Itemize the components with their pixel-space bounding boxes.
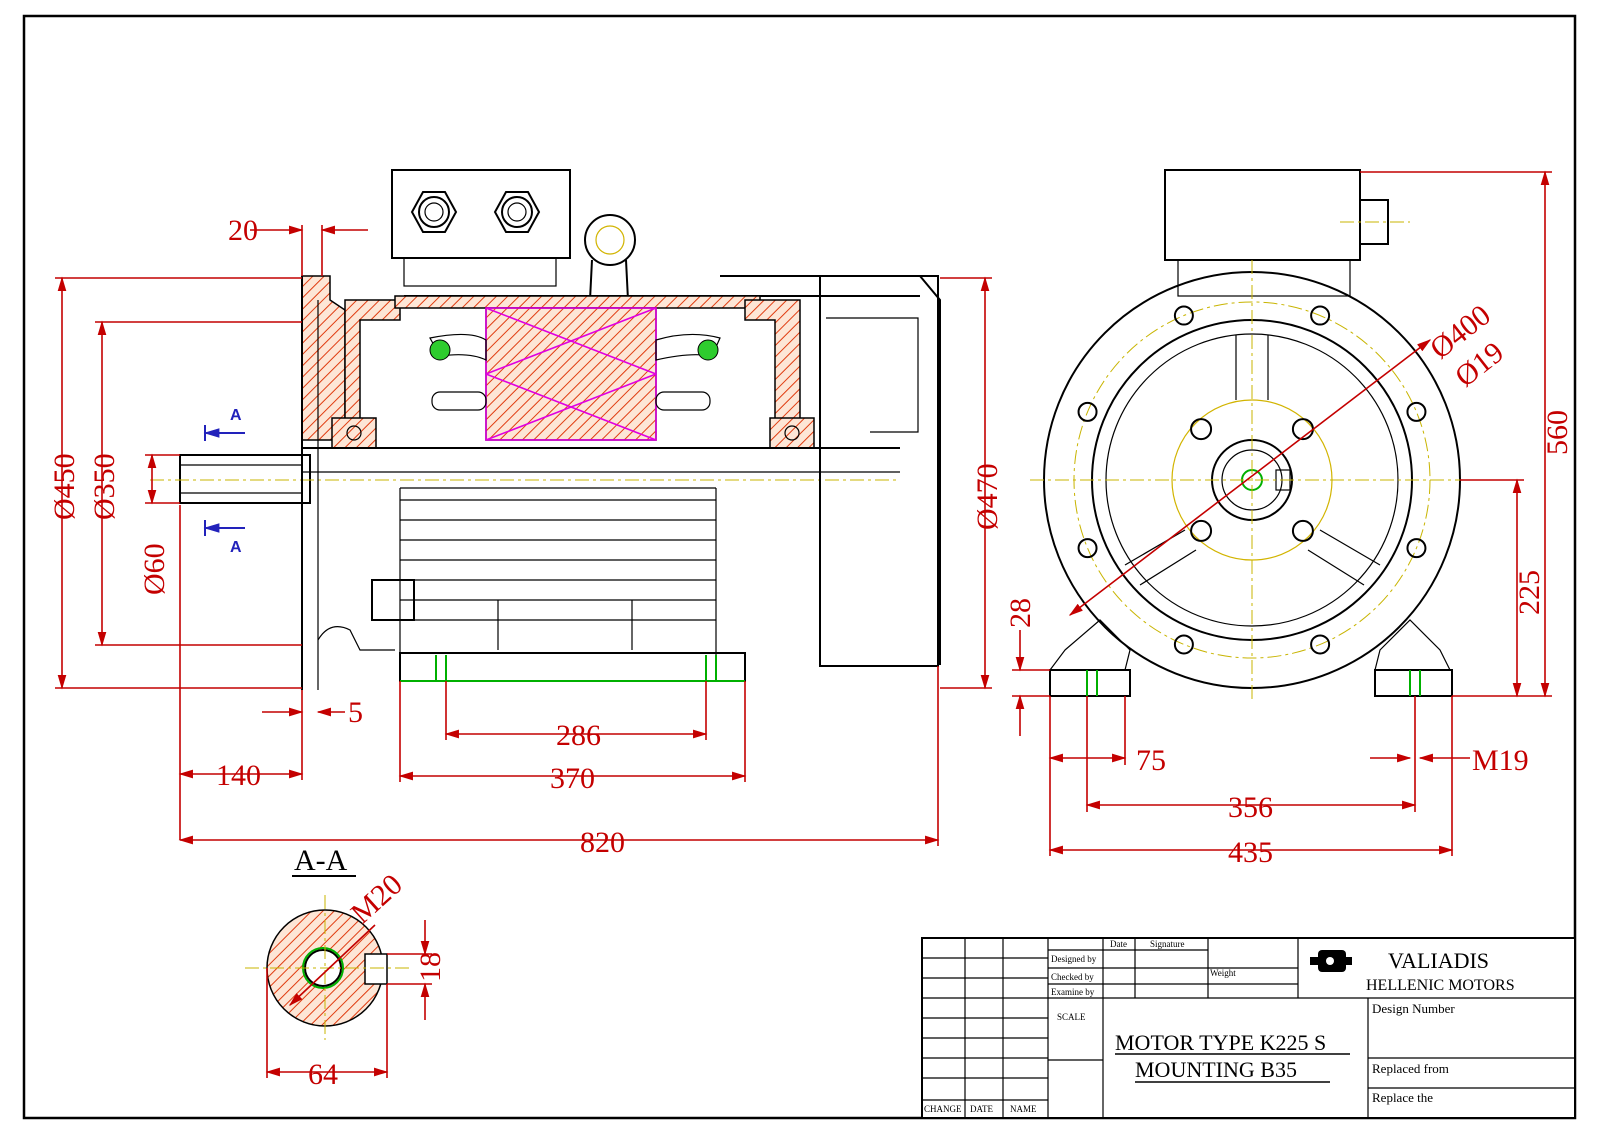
dim-225: 225 <box>1513 570 1546 615</box>
company-subtitle: HELLENIC MOTORS <box>1366 977 1515 994</box>
section-marker-top: A <box>203 407 245 441</box>
section-dimension-lines <box>265 920 432 1078</box>
flange-section <box>301 275 346 441</box>
company-name: VALIADIS <box>1388 948 1489 973</box>
dim-350: Ø350 <box>88 453 121 520</box>
dim-435: 435 <box>1228 836 1273 869</box>
mounting-type: MOUNTING B35 <box>1135 1057 1297 1082</box>
company-logo <box>1310 950 1352 972</box>
col-date: DATE <box>970 1104 993 1114</box>
dim-20: 20 <box>228 214 258 247</box>
title-block: CHANGE DATE NAME Date Signature Designed… <box>921 937 1576 1119</box>
winding-marker-right <box>697 339 719 361</box>
replaced-from-label: Replaced from <box>1372 1061 1449 1076</box>
mounting-foot-left <box>1048 619 1131 671</box>
bearing-rear <box>769 417 815 449</box>
hdr-date: Date <box>1110 939 1127 949</box>
motor-type: MOTOR TYPE K225 S <box>1115 1030 1326 1055</box>
inner-bolt-hole <box>1190 418 1213 441</box>
flange-bolt-hole <box>1406 401 1427 422</box>
scale-label: SCALE <box>1057 1012 1086 1022</box>
examine-by: Examine by <box>1051 987 1095 997</box>
fan-cover <box>819 275 939 667</box>
section-marker-label-top: A <box>230 407 242 424</box>
cooling-fins <box>399 487 717 665</box>
inner-bolt-hole <box>1190 519 1213 542</box>
dim-5: 5 <box>348 696 363 729</box>
section-marker-bottom: A <box>203 520 245 556</box>
front-view: Ø400 Ø19 560 225 28 75 M19 356 435 <box>1004 169 1574 869</box>
lifting-eye <box>584 214 636 301</box>
winding-marker-left <box>429 339 451 361</box>
col-change: CHANGE <box>924 1104 962 1114</box>
flange-bolt-hole <box>1310 305 1331 326</box>
dim-64: 64 <box>308 1058 338 1091</box>
dim-820: 820 <box>580 826 625 859</box>
dim-470: Ø470 <box>971 463 1004 530</box>
dim-28: 28 <box>1004 598 1037 628</box>
dim-370: 370 <box>550 762 595 795</box>
dim-75: 75 <box>1136 744 1166 777</box>
mounting-foot-side <box>399 652 746 682</box>
checked-by: Checked by <box>1051 972 1094 982</box>
flange-bolt-hole <box>1077 538 1098 559</box>
side-dimension-lines <box>55 225 992 846</box>
section-marker-label-bottom: A <box>230 539 242 556</box>
bearing-front <box>331 417 377 449</box>
stator-core <box>485 307 657 441</box>
cable-gland-1 <box>410 191 458 233</box>
dim-m19: M19 <box>1472 744 1529 777</box>
drawing-border <box>22 14 1577 1120</box>
keyway <box>364 953 388 985</box>
dim-450: Ø450 <box>48 453 81 520</box>
dim-356: 356 <box>1228 791 1273 824</box>
col-name: NAME <box>1010 1104 1037 1114</box>
dim-18: 18 <box>414 952 447 982</box>
dim-286: 286 <box>556 719 601 752</box>
cable-gland-2 <box>493 191 541 233</box>
designed-by: Designed by <box>1051 954 1097 964</box>
inner-bolt-hole <box>1291 519 1314 542</box>
side-view: A A <box>48 169 1004 859</box>
weight-label: Weight <box>1210 968 1236 978</box>
replace-the-label: Replace the <box>1372 1090 1433 1105</box>
flange-bolt-hole <box>1173 305 1194 326</box>
shaft <box>179 454 311 504</box>
front-dimension-lines <box>1012 170 1552 856</box>
design-number-label: Design Number <box>1372 1001 1455 1016</box>
dim-140: 140 <box>216 759 261 792</box>
dim-560: 560 <box>1541 410 1574 455</box>
section-title: A-A <box>294 844 348 877</box>
flange-bolt-hole <box>1173 634 1194 655</box>
mounting-foot-right <box>1374 619 1451 671</box>
flange-bolt-hole <box>1310 634 1331 655</box>
hdr-signature: Signature <box>1150 939 1185 949</box>
section-a-a: A-A M20 18 64 <box>245 844 447 1091</box>
earth-terminal <box>371 579 415 621</box>
dim-60: Ø60 <box>138 543 171 595</box>
terminal-box-front <box>1164 169 1361 261</box>
